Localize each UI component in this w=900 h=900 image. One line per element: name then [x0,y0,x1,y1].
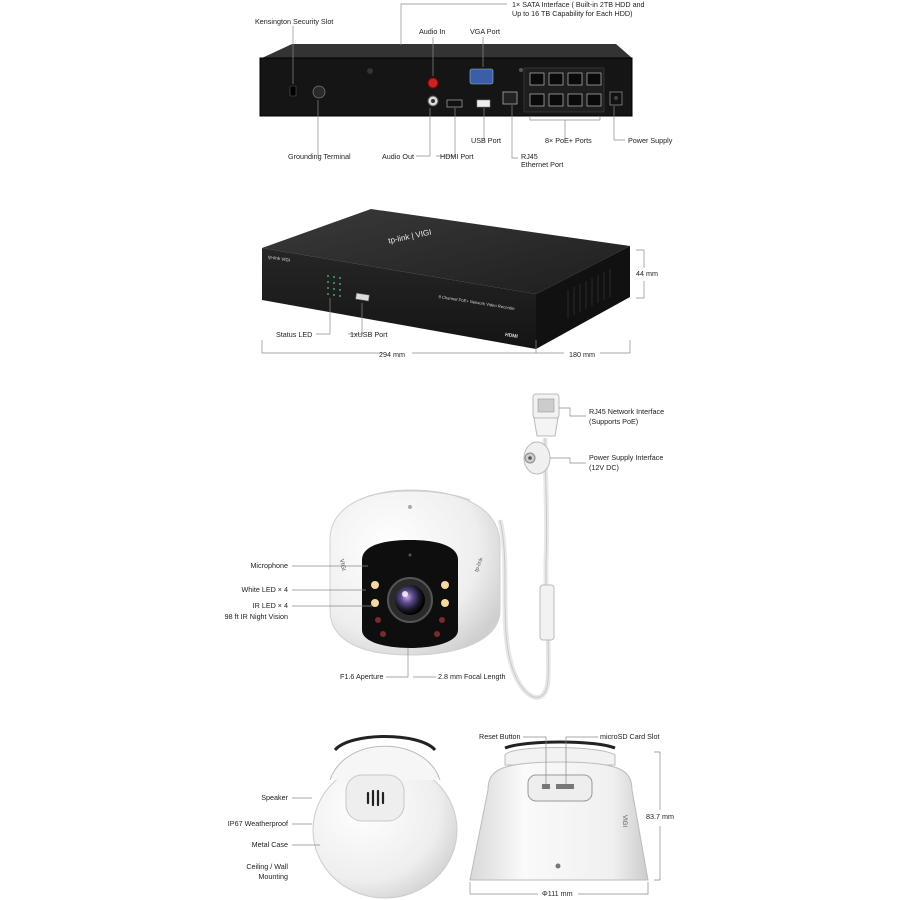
sata-label-line1: 1× SATA Interface ( Built-in 2TB HDD and [512,0,645,9]
kensington-slot [289,85,297,97]
dc-power-connector [523,441,551,475]
camera-height-dimension: 83.7 mm [646,812,674,821]
width-dimension: 294 mm [379,350,405,359]
usb-port-rear [476,99,491,108]
power-supply-label: Power Supply [628,136,673,145]
microsd-slot [556,784,574,789]
camera-top-view [312,735,458,899]
grounding-terminal [312,85,326,99]
rj45-connector [532,393,560,437]
rj45-label-line1: RJ45 [521,152,538,161]
camera-side-view [469,740,649,881]
white-led-label: White LED × 4 [241,585,288,594]
camera-front-view [329,393,560,700]
reset-button-label: Reset Button [479,732,521,741]
rj45-interface-line1: RJ45 Network Interface [589,407,665,416]
rj45-ethernet-port [502,91,518,105]
vga-port-label: VGA Port [470,27,500,36]
audio-out-label: Audio Out [382,152,414,161]
rj45-interface-line2: (Supports PoE) [589,417,639,426]
sata-label-line2: Up to 16 TB Capability for Each HDD) [512,9,633,18]
white-leds [371,581,449,607]
camera-side-brand: VIGI [338,558,347,572]
kensington-label: Kensington Security Slot [255,17,334,26]
camera-back-brand: VIGI [621,814,628,828]
vga-port [469,68,494,85]
depth-dimension: 180 mm [569,350,595,359]
status-led-label: Status LED [276,330,313,339]
hdmi-port [446,99,463,108]
microphone-hole [408,553,412,557]
nvr-front-view [262,209,630,349]
ir-led-label-line1: IR LED × 4 [252,601,288,610]
nvr-hdmi-logo: HDMI [504,332,519,340]
mounting-label-line2: Mounting [258,872,288,881]
microphone-label: Microphone [250,561,288,570]
power-interface-line1: Power Supply Interface [589,453,664,462]
diameter-dimension: Φ111 mm [542,889,573,898]
power-interface-line2: (12V DC) [589,463,619,472]
grounding-label: Grounding Terminal [288,152,351,161]
nvr-rear-panel [259,44,633,117]
leader-lines [261,3,661,895]
audio-in-label: Audio In [419,27,446,36]
speaker-label: Speaker [261,793,288,802]
microsd-label: microSD Card Slot [600,732,660,741]
mounting-label-line1: Ceiling / Wall [246,862,288,871]
rj45-label-line2: Ethernet Port [521,160,564,169]
aperture-label: F1.6 Aperture [340,672,384,681]
ir-leds [375,617,445,637]
focal-length-label: 2.8 mm Focal Length [438,672,506,681]
poe-ports-label: 8× PoE+ Ports [545,136,592,145]
speaker-grille [345,774,405,822]
metal-case-label: Metal Case [251,840,288,849]
hdmi-port-label: HDMI Port [440,152,474,161]
audio-in-jack [427,77,439,89]
ir-led-label-line2: 98 ft IR Night Vision [224,612,288,621]
height-dimension: 44 mm [636,269,658,278]
usb-port-front [355,292,370,302]
usb-front-label: 1xUSB Port [350,330,388,339]
status-leds [327,275,341,297]
ip67-label: IP67 Weatherproof [227,819,288,828]
reset-button [542,784,550,789]
usb-port-label: USB Port [471,136,501,145]
